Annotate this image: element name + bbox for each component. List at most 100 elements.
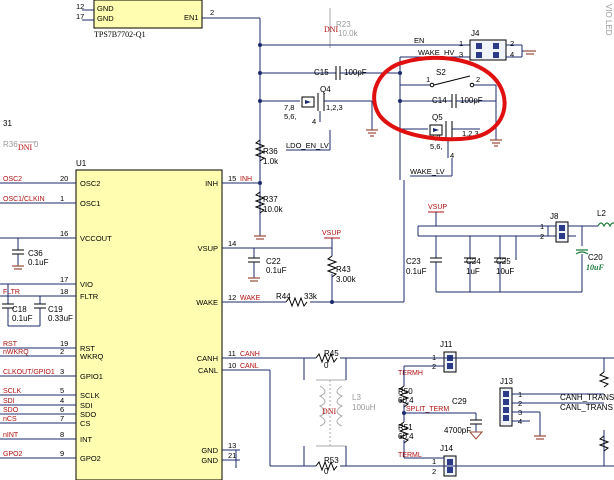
u1-pin-num: 11 <box>228 349 236 358</box>
c22-ref: C22 <box>266 257 281 266</box>
r53-ref: R53 <box>324 456 339 465</box>
r23-value: 10.0k <box>338 29 359 38</box>
j11-ref: J11 <box>440 340 453 349</box>
mosfet-q4: Q4 7,8 5,6, 1,2,3 4 LDO_EN_LV <box>260 85 372 151</box>
q4-pin-4: 4 <box>312 117 316 126</box>
u1-pin-name: VCCOUT <box>80 234 112 243</box>
connector-j13: J13 1 2 3 4 CANH_TRANS CANL_TRANS <box>499 377 614 440</box>
supply-cap-ref: C24 <box>466 257 481 266</box>
u1-pin-num: 17 <box>60 275 68 284</box>
q4-ref: Q4 <box>320 85 331 94</box>
l3-ref: L3 <box>352 393 361 402</box>
u1-pin-num: 8 <box>60 430 64 439</box>
u1-pin-name: VIO <box>80 280 93 289</box>
c22-value: 0.1uF <box>266 266 287 275</box>
j14-pin-1: 1 <box>432 457 436 466</box>
u1-pin-name: INH <box>205 179 218 188</box>
reg-part-number: TPS7B7702-Q1 <box>94 30 146 39</box>
c29-value: 4700pF <box>444 426 471 435</box>
r23-ref: R23 <box>336 20 351 29</box>
resistor-r37: R37 10.0k <box>254 191 284 240</box>
s2-ref: S2 <box>436 68 446 77</box>
net-en: EN <box>414 36 424 45</box>
capacitor-c14: C14 100pF <box>400 94 496 108</box>
regulator-tps7b7702: 12 GND 17 GND EN1 2 TPS7B7702-Q1 <box>76 0 260 39</box>
r44-ref: R44 <box>276 292 291 301</box>
u1-pin-name: SCLK <box>80 391 100 400</box>
u1-pin-num: 16 <box>60 229 68 238</box>
c15-ref: C15 <box>314 68 329 77</box>
q4-pin-56: 5,6, <box>284 112 297 121</box>
vsup-flag-2: VSUP <box>428 204 447 211</box>
net-wake-lv: WAKE_LV <box>410 167 445 176</box>
reg-en1: EN1 <box>184 13 199 22</box>
u1-ref: U1 <box>76 159 87 168</box>
j4-pin-2: 2 <box>510 39 514 48</box>
s2-pin-1: 1 <box>426 75 430 84</box>
u1-pin-num: 6 <box>60 405 64 414</box>
u1-pin-num: 3 <box>60 367 64 376</box>
supply-cap-value: 10uF <box>496 267 514 276</box>
vio-led-label: VIO LED <box>604 4 613 36</box>
red-highlight-circle <box>372 55 507 142</box>
u1-pin-name: WKRQ <box>80 352 103 361</box>
reg-pin-17: 17 <box>76 12 84 21</box>
u1-net-label: nINT <box>3 432 19 439</box>
r36-value: 1.0k <box>263 157 279 166</box>
u1-net-label: GPO2 <box>3 451 23 458</box>
u1-pin-name: WAKE <box>196 298 218 307</box>
q5-pin-123: 1,2,3 <box>462 129 479 138</box>
r50-ref: R50 <box>398 387 413 396</box>
q4-pin-123: 1,2,3 <box>326 103 343 112</box>
r43-value: 3.00k <box>336 275 357 284</box>
u1-pin-name: CANL <box>198 366 218 375</box>
j8-pin-2: 2 <box>540 232 544 241</box>
r50-value: 60.4 <box>398 396 414 405</box>
s2-pin-2: 2 <box>476 75 480 84</box>
c36-ref: C36 <box>28 249 43 258</box>
c18-ref: C18 <box>12 305 27 314</box>
u1-pin-num: 14 <box>228 239 236 248</box>
supply-cap-ref: C23 <box>406 257 421 266</box>
j8-ref: J8 <box>550 212 559 221</box>
r51-ref: R51 <box>398 423 413 432</box>
u1-pin-name: GPIO1 <box>80 372 103 381</box>
r45-value: 0 <box>324 361 329 370</box>
u1-pin-num: 7 <box>60 414 64 423</box>
r23-dni: DNI <box>324 25 339 34</box>
u1-net-label: SCLK <box>3 388 22 395</box>
u1-left-pins: 20OSC2OSC21OSC1OSC1/CLKIN16VCCOUT17VIO18… <box>0 174 112 463</box>
l3-dni: DNI <box>322 407 337 416</box>
u1-pin-name: SDI <box>80 401 93 410</box>
switch-s2: S2 1 2 <box>398 57 496 180</box>
r45-ref: R45 <box>324 349 339 358</box>
reg-pin-12: 12 <box>76 2 84 11</box>
net-split-term: SPLIT_TERM <box>406 406 449 413</box>
u1-pin-name: INT <box>80 435 93 444</box>
l3-value: 100uH <box>352 403 376 412</box>
j4-ref: J4 <box>471 29 480 38</box>
r36-ref: R36 <box>263 147 278 156</box>
ref-31: 31 <box>3 119 12 128</box>
c19-value: 0.33uF <box>48 314 73 323</box>
r37-ref: R37 <box>263 195 278 204</box>
supply-cap-value: 0.1uF <box>406 267 427 276</box>
u1-net-label: INH <box>240 176 252 183</box>
connector-j8: J8 1 2 <box>540 212 569 243</box>
j14-ref: J14 <box>440 444 453 453</box>
r44-value: 33k <box>304 292 318 301</box>
vsup-flag-1: VSUP <box>322 230 341 237</box>
u1-pin-num: 15 <box>228 174 236 183</box>
resistor-r36: R36 1.0k <box>254 139 279 166</box>
u1-net-label: FLTR <box>3 289 20 296</box>
u1-pin-name: GPO2 <box>80 454 101 463</box>
c14-ref: C14 <box>432 96 447 105</box>
r43-ref: R43 <box>336 265 351 274</box>
j14-pin-2: 2 <box>432 467 436 476</box>
u1-pin-num: 9 <box>60 449 64 458</box>
c14-value: 100pF <box>460 96 483 105</box>
r37-value: 10.0k <box>263 205 284 214</box>
